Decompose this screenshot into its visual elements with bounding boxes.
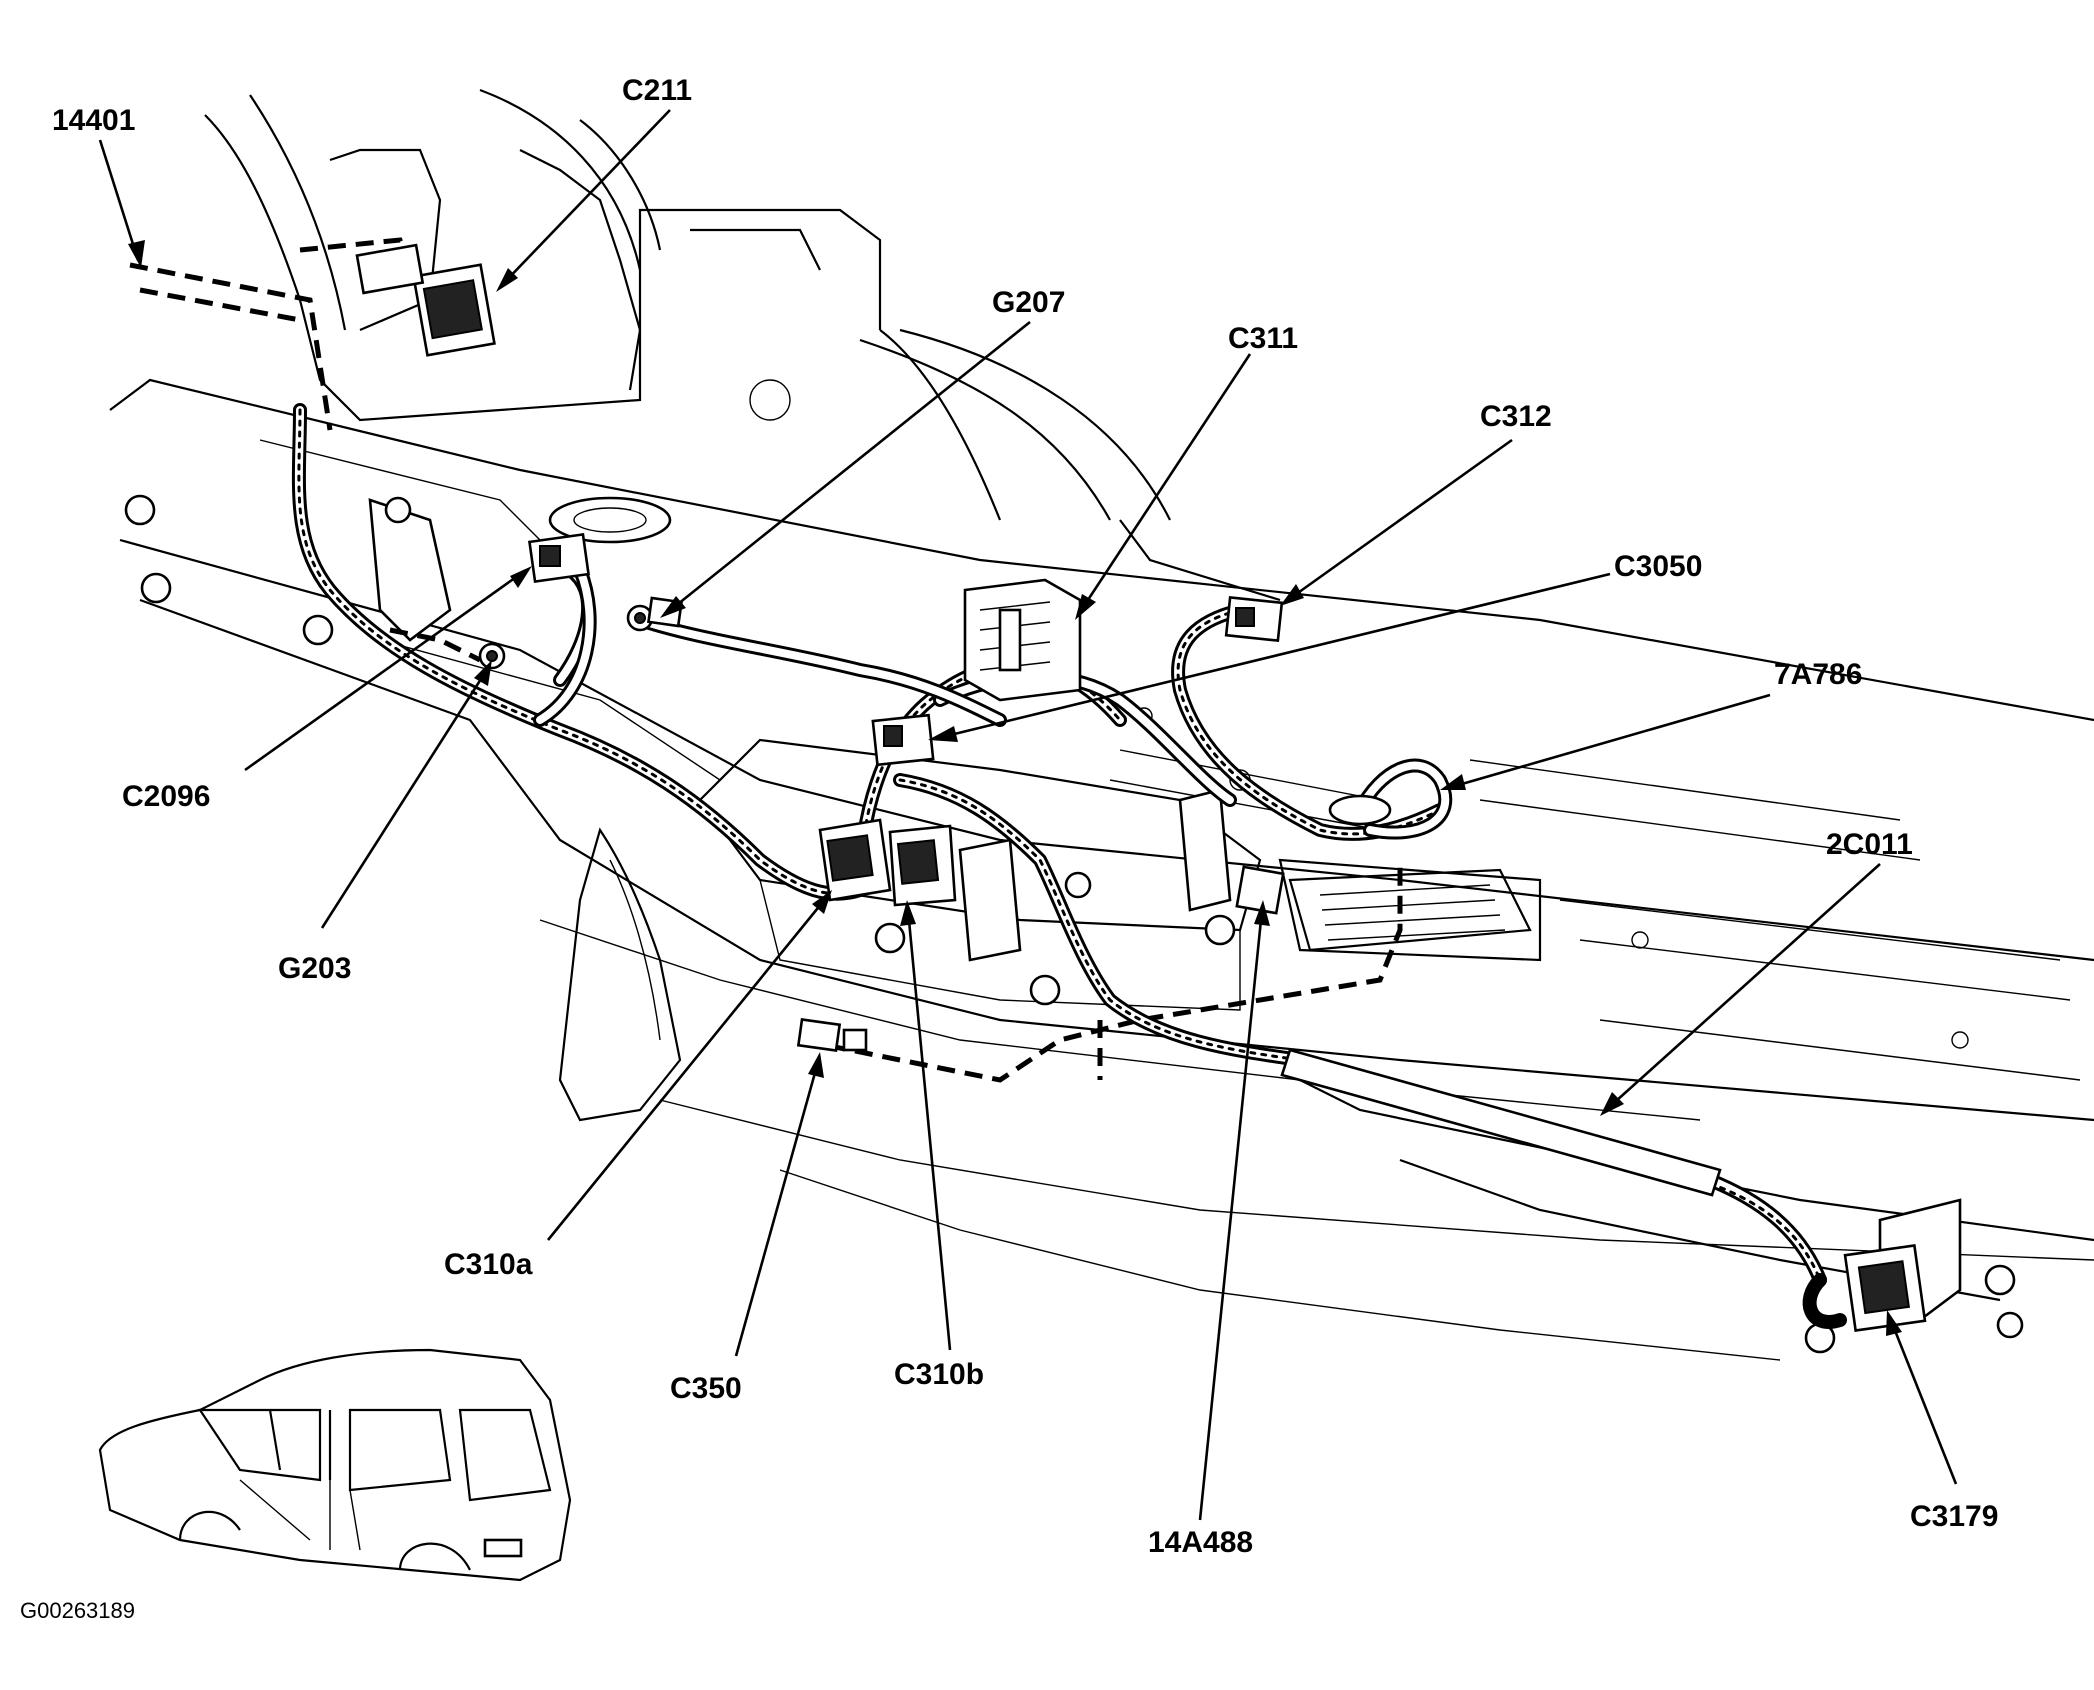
component-7a786	[1328, 758, 1453, 840]
bracket-seat	[958, 838, 1022, 962]
label-c211: C211	[622, 74, 692, 107]
label-c350: C350	[670, 1372, 742, 1405]
label-c312: C312	[1480, 400, 1552, 433]
label-14a488: 14A488	[1148, 1526, 1253, 1559]
label-7a786: 7A786	[1774, 658, 1862, 691]
connector-c311	[963, 578, 1082, 702]
label-g207: G207	[992, 286, 1065, 319]
floor-grommet	[548, 496, 672, 544]
label-2c011: 2C011	[1826, 828, 1913, 861]
connector-c3179	[1802, 1244, 1927, 1332]
connectors	[355, 243, 1927, 1332]
bracket-left	[368, 498, 452, 642]
label-c310a: C310a	[444, 1248, 533, 1281]
connector-c312	[1224, 595, 1284, 643]
label-c3050: C3050	[1614, 550, 1702, 583]
label-c3179: C3179	[1910, 1500, 1998, 1533]
connector-c310a	[818, 818, 892, 902]
bracket-center	[1178, 788, 1232, 912]
connector-14a488	[1235, 865, 1285, 915]
vehicle-body-structure	[109, 88, 2094, 1361]
connector-c211	[355, 243, 496, 357]
connector-c2096	[528, 532, 590, 584]
label-14401: 14401	[52, 104, 135, 137]
leader-lines	[98, 109, 1958, 1521]
ground-g203	[478, 642, 506, 670]
label-c2096: C2096	[122, 780, 210, 813]
label-c311: C311	[1228, 322, 1298, 355]
vehicle-locator-thumbnail	[98, 1348, 572, 1582]
hidden-harness-routing	[129, 237, 1403, 1083]
connector-c350	[796, 1018, 868, 1052]
floor-vent-grille	[1288, 868, 1532, 952]
figure-id: G00263189	[20, 1598, 135, 1623]
mounting-bolts	[124, 379, 2024, 1354]
harness-sleeve-2c011	[1280, 1048, 1722, 1197]
label-c310b: C310b	[894, 1358, 984, 1391]
connector-c310b	[888, 824, 957, 907]
label-g203: G203	[278, 952, 351, 985]
connector-c3050	[871, 713, 935, 767]
callout-labels: C211 14401 G207 C311 C312 C3050 7A786 C2…	[20, 74, 1998, 1623]
